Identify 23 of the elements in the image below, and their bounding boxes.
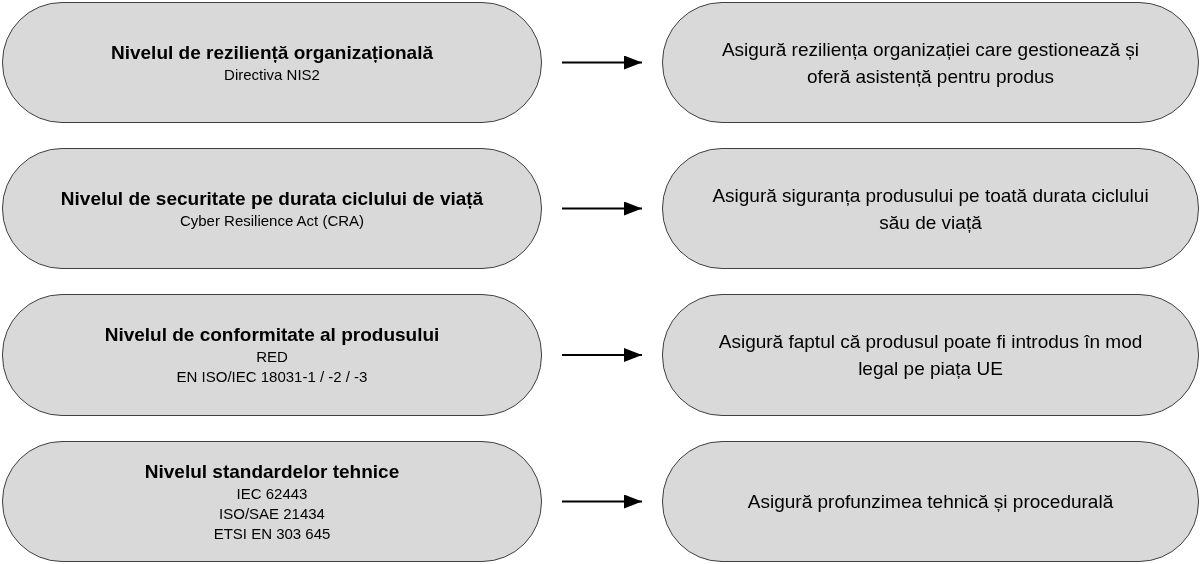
standard-name: RED [256,347,288,367]
outcome-text: Asigură siguranța produsului pe toată durata ciclului său de viață [711,183,1150,235]
level-heading: Nivelul de conformitate al produsului [104,323,440,347]
outcome-text: Asigură reziliența organizației care gestionează și oferă asistență pentru produs [720,37,1141,89]
level-heading: Nivelul standardelor tehnice [144,459,400,484]
standard-name: IEC 62443 [236,483,308,504]
outcome-box [662,148,1199,269]
outcome-box [662,441,1199,562]
arrow [561,55,643,70]
standard-name: ISO/SAE 21434 [219,503,325,524]
outcome-box [662,294,1199,416]
standard-name: Directiva NIS2 [224,64,320,85]
arrow [561,494,643,509]
outcome-text: Asigură faptul că produsul poate fi introdus în mod legal pe piața UE [717,330,1144,381]
arrow [561,348,643,362]
standard-name: Cyber Resilience Act (CRA) [179,210,365,231]
arrow [561,201,643,216]
level-heading: Nivelul de securitate pe durata ciclului de viață [60,186,484,211]
outcome-box [662,2,1199,123]
outcome-text: Asigură profunzimea tehnică și procedurală [747,490,1114,514]
standard-name: ETSI EN 303 645 [213,523,331,544]
standard-name: EN ISO/IEC 18031-1 / -2 / -3 [176,367,368,387]
level-heading: Nivelul de reziliență organizațională [111,40,433,65]
